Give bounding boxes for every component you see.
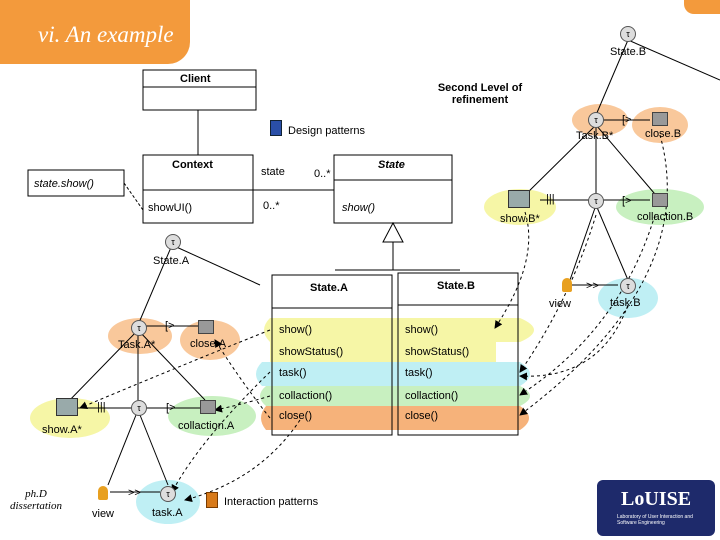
note-state-show-text: state.show() (34, 178, 94, 190)
footer-dissertation: ph.D dissertation (10, 488, 62, 512)
tree-b-collaction-label: collaction.B (637, 211, 694, 223)
operator-enable: >> (586, 280, 599, 292)
state-method: show() (342, 202, 376, 214)
state-b-method: task() (405, 367, 433, 379)
highlight-collactionB (616, 189, 704, 225)
state-a-method: show() (279, 324, 313, 336)
interaction-patterns-label: Interaction patterns (224, 496, 319, 508)
design-patterns-label: Design patterns (288, 125, 366, 137)
task-node-icon: τ (131, 320, 147, 336)
tree-a-task-label: task.A (152, 507, 183, 519)
book-icon (206, 492, 218, 508)
book-icon (270, 120, 282, 136)
state-a-method: close() (279, 410, 313, 422)
tree-b-root-label: State.B (610, 46, 647, 58)
row-collaction (260, 386, 530, 406)
tree-a-root-label: State.A (153, 255, 190, 267)
state-b-method: show() (405, 324, 439, 336)
task-node-icon: τ (131, 400, 147, 416)
tree-a-view-label: view (92, 508, 115, 520)
task-node-icon: τ (588, 112, 604, 128)
highlight-closeA (180, 320, 240, 360)
operator-enable: >> (128, 487, 141, 499)
context-method: showUI() (148, 202, 193, 214)
state-b-class-name: State.B (437, 280, 475, 292)
tree-a-show-label: show.A* (42, 424, 82, 436)
interaction-task-icon (56, 398, 78, 416)
highlight-taskA-leaf (136, 480, 200, 524)
operator-choice: [> (165, 320, 175, 332)
task-node-icon: τ (588, 193, 604, 209)
inheritance-triangle (382, 221, 404, 243)
state-a-class-name: State.A (310, 282, 348, 294)
state-a-method: showStatus() (279, 346, 344, 358)
tree-b-close-label: close.B (645, 128, 682, 140)
task-node-icon: τ (620, 26, 636, 42)
state-b-method: close() (405, 410, 439, 422)
client-class-name: Client (180, 73, 211, 85)
system-task-icon (652, 193, 668, 207)
corner-decoration (684, 0, 720, 14)
tree-b-view-label: view (549, 298, 572, 310)
task-node-icon: τ (160, 486, 176, 502)
tree-b-task-label: task.B (610, 297, 641, 309)
state-a-method: collaction() (279, 390, 333, 402)
highlight-taskB-leaf (598, 278, 658, 318)
title-banner (0, 0, 190, 64)
state-class-name: State (378, 159, 405, 171)
row-show (264, 318, 534, 342)
user-task-icon (98, 486, 108, 500)
state-b-class (397, 272, 519, 436)
logo-wordmark: LoUISE (621, 488, 692, 510)
client-class (142, 69, 257, 111)
system-task-icon (652, 112, 668, 126)
user-task-icon (562, 278, 572, 292)
operator-choice: [> (622, 195, 632, 207)
row-showstatus (270, 342, 496, 362)
tree-a-collaction-label: collaction.A (178, 420, 235, 432)
task-node-icon: τ (620, 278, 636, 294)
tree-a-taskstar-label: Task.A* (118, 339, 156, 351)
tree-b-show-label: show.B* (500, 213, 540, 225)
tree-a-close-label: close.A (190, 338, 227, 350)
operator-parallel: ||| (546, 193, 555, 205)
state-b-method: showStatus() (405, 346, 470, 358)
system-task-icon (200, 400, 216, 414)
louise-logo: LoUISE Laboratory of User Interaction an… (597, 480, 715, 536)
system-task-icon (198, 320, 214, 334)
assoc-role: state (261, 166, 285, 178)
row-task (256, 362, 530, 386)
state-a-method: task() (279, 367, 307, 379)
operator-parallel: ||| (97, 401, 106, 413)
logo-subtitle: Laboratory of User Interaction and Softw… (617, 514, 693, 526)
context-class-name: Context (172, 159, 213, 171)
task-node-icon: τ (165, 234, 181, 250)
note-state-show (27, 169, 125, 197)
row-close (261, 406, 529, 430)
assoc-multiplicity-1: 0..* (314, 168, 331, 180)
operator-choice: [> (166, 402, 176, 414)
interaction-task-icon (508, 190, 530, 208)
second-level-note: Second Level of refinement (437, 82, 523, 106)
assoc-multiplicity-2: 0..* (263, 200, 280, 212)
state-a-class (271, 274, 393, 436)
tree-b-taskstar-label: Task.B* (576, 130, 614, 142)
slide-title: vi. An example (38, 22, 174, 47)
operator-choice: [> (622, 114, 632, 126)
state-b-method: collaction() (405, 390, 459, 402)
